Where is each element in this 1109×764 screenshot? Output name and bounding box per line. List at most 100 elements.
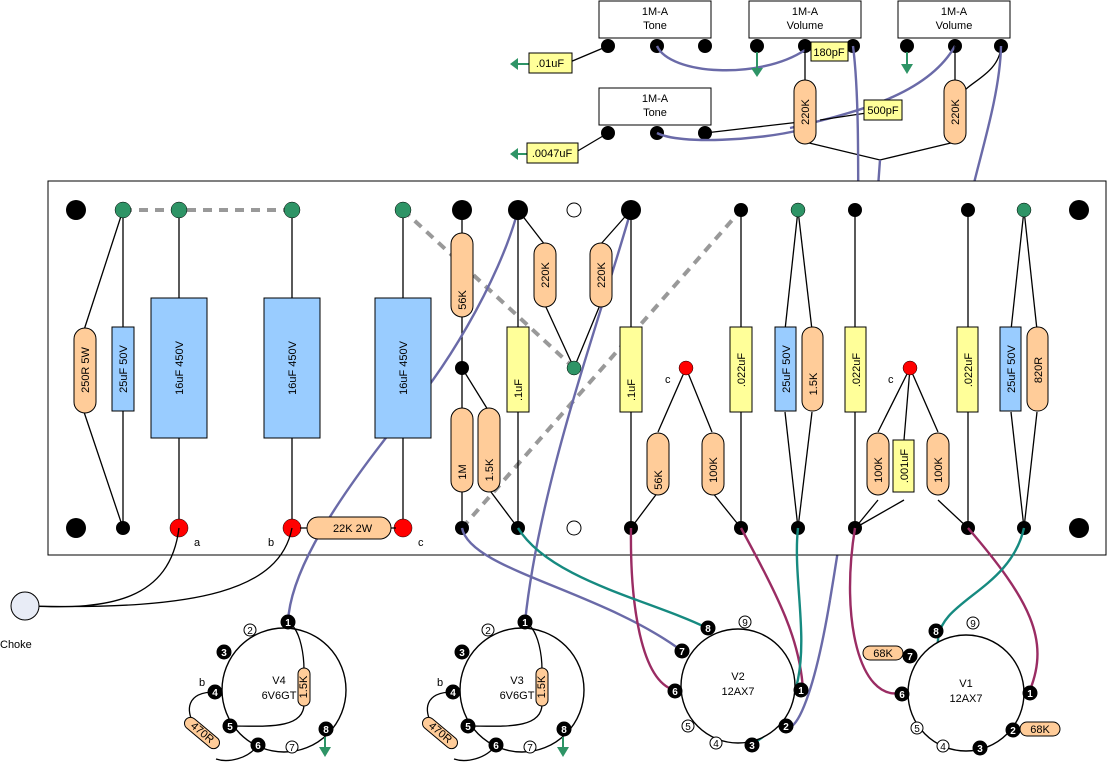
tube-pin-7[interactable]: 7 bbox=[674, 643, 690, 659]
tube-pin-6[interactable]: 6 bbox=[250, 737, 266, 753]
filter-cap-a: 16uF 450V bbox=[150, 297, 208, 439]
resistor-1k5: 1.5K bbox=[477, 407, 501, 493]
tube-pin-5[interactable]: 5 bbox=[681, 719, 695, 733]
resistor-1k5-cathode: 1.5K bbox=[801, 326, 824, 412]
tube-pin-8[interactable]: 8 bbox=[318, 721, 334, 737]
svg-text:250R 5W: 250R 5W bbox=[80, 346, 92, 392]
tube-pin-1[interactable]: 1 bbox=[517, 614, 533, 630]
ground-turret[interactable] bbox=[790, 202, 806, 218]
ground-turret[interactable] bbox=[566, 360, 582, 376]
ground-arrow-icon bbox=[510, 148, 528, 160]
svg-text:16uF 450V: 16uF 450V bbox=[398, 340, 410, 394]
svg-text:2: 2 bbox=[1010, 726, 1016, 737]
tube-pin-3[interactable]: 3 bbox=[972, 740, 988, 756]
ground-turret[interactable] bbox=[170, 201, 188, 219]
resistor-grid: 470R bbox=[422, 716, 458, 750]
turret[interactable] bbox=[508, 200, 528, 220]
turret[interactable] bbox=[961, 203, 975, 217]
resistor-22k-2w: 22K 2W bbox=[300, 516, 396, 540]
node-label-b: b bbox=[437, 677, 443, 689]
pot-tone-2[interactable]: 1M-A Tone bbox=[598, 87, 712, 140]
pot-function: Volume bbox=[787, 20, 824, 32]
turret[interactable] bbox=[734, 203, 748, 217]
svg-text:1.5K: 1.5K bbox=[536, 675, 548, 698]
tube-type: 12AX7 bbox=[721, 686, 754, 698]
tube-pin-8[interactable]: 8 bbox=[928, 623, 944, 639]
svg-text:6: 6 bbox=[255, 741, 261, 752]
svg-text:.022uF: .022uF bbox=[963, 353, 975, 388]
tube-type: 6V6GT bbox=[500, 690, 535, 702]
svg-text:.1uF: .1uF bbox=[626, 379, 638, 401]
tube-pin-9[interactable]: 9 bbox=[966, 616, 980, 630]
tube-pin-3[interactable]: 3 bbox=[216, 644, 232, 660]
tube-pin-6[interactable]: 6 bbox=[894, 686, 910, 702]
svg-text:7: 7 bbox=[907, 652, 913, 663]
pot-tone-1[interactable]: 1M-A Tone bbox=[598, 0, 712, 53]
turret[interactable] bbox=[621, 200, 641, 220]
pot-value: 1M-A bbox=[642, 93, 669, 105]
tube-pin-4[interactable]: 4 bbox=[709, 736, 723, 750]
turret[interactable] bbox=[848, 203, 862, 217]
tube-pin-6[interactable]: 6 bbox=[488, 737, 504, 753]
svg-text:.022uF: .022uF bbox=[736, 353, 748, 388]
tube-pin-2[interactable]: 2 bbox=[778, 718, 794, 734]
tube-pin-9[interactable]: 9 bbox=[738, 615, 752, 629]
supply-turret-c[interactable] bbox=[393, 518, 413, 538]
svg-text:8: 8 bbox=[323, 725, 329, 736]
tube-pin-2[interactable]: 2 bbox=[243, 623, 257, 637]
tube-pin-1[interactable]: 1 bbox=[793, 682, 809, 698]
cap-25uf-v2-bypass: 25uF 50V bbox=[774, 326, 797, 412]
tube-pin-3[interactable]: 3 bbox=[454, 644, 470, 660]
pot-volume-2[interactable]: 1M-A Volume bbox=[897, 0, 1011, 53]
mount-hole bbox=[1069, 518, 1089, 538]
pot-function: Tone bbox=[643, 107, 667, 119]
resistor-56k: 56K bbox=[450, 232, 474, 318]
tube-pin-2[interactable]: 2 bbox=[1005, 722, 1021, 738]
ground-arrow-icon bbox=[319, 737, 331, 757]
tube-pin-2[interactable]: 2 bbox=[481, 623, 495, 637]
resistor-mix-220k-1: 220K bbox=[793, 79, 817, 145]
svg-text:1.5K: 1.5K bbox=[808, 372, 820, 395]
tube-pin-5[interactable]: 5 bbox=[910, 721, 924, 735]
supply-turret[interactable] bbox=[678, 360, 694, 376]
tube-pin-3[interactable]: 3 bbox=[744, 737, 760, 753]
mount-hole bbox=[66, 200, 86, 220]
tube-pin-4[interactable]: 4 bbox=[445, 684, 461, 700]
resistor-1m: 1M bbox=[450, 407, 474, 493]
tube-pin-7[interactable]: 7 bbox=[523, 740, 537, 754]
tube-pin-4[interactable]: 4 bbox=[936, 739, 950, 753]
svg-text:68K: 68K bbox=[873, 648, 893, 660]
turret[interactable] bbox=[455, 361, 469, 375]
svg-text:3: 3 bbox=[749, 741, 755, 752]
tube-pin-5[interactable]: 5 bbox=[460, 718, 476, 734]
tube-pin-7[interactable]: 7 bbox=[285, 740, 299, 754]
tube-pin-4[interactable]: 4 bbox=[207, 684, 223, 700]
tube-pin-1[interactable]: 1 bbox=[280, 614, 296, 630]
tube-pin-8[interactable]: 8 bbox=[700, 620, 716, 636]
turret[interactable] bbox=[452, 200, 472, 220]
svg-text:.022uF: .022uF bbox=[851, 353, 863, 388]
turret[interactable] bbox=[116, 521, 130, 535]
tube-pin-6[interactable]: 6 bbox=[667, 683, 683, 699]
svg-text:9: 9 bbox=[742, 618, 748, 629]
supply-turret[interactable] bbox=[902, 360, 918, 376]
resistor-250r: 250R 5W bbox=[73, 327, 97, 414]
ground-turret[interactable] bbox=[1016, 202, 1032, 218]
resistor-grid-stopper: 68K bbox=[1019, 721, 1061, 737]
tube-pin-7[interactable]: 7 bbox=[902, 648, 918, 664]
svg-text:6: 6 bbox=[493, 741, 499, 752]
choke-label: Choke bbox=[0, 639, 32, 651]
tube-pin-8[interactable]: 8 bbox=[556, 721, 572, 737]
ground-turret[interactable] bbox=[283, 201, 301, 219]
ground-turret[interactable] bbox=[394, 201, 412, 219]
tube-pin-5[interactable]: 5 bbox=[222, 718, 238, 734]
pot-volume-1[interactable]: 1M-A Volume bbox=[748, 0, 862, 53]
choke[interactable] bbox=[10, 591, 40, 621]
ground-turret[interactable] bbox=[114, 201, 132, 219]
svg-text:8: 8 bbox=[561, 725, 567, 736]
tube-pin-1[interactable]: 1 bbox=[1022, 685, 1038, 701]
